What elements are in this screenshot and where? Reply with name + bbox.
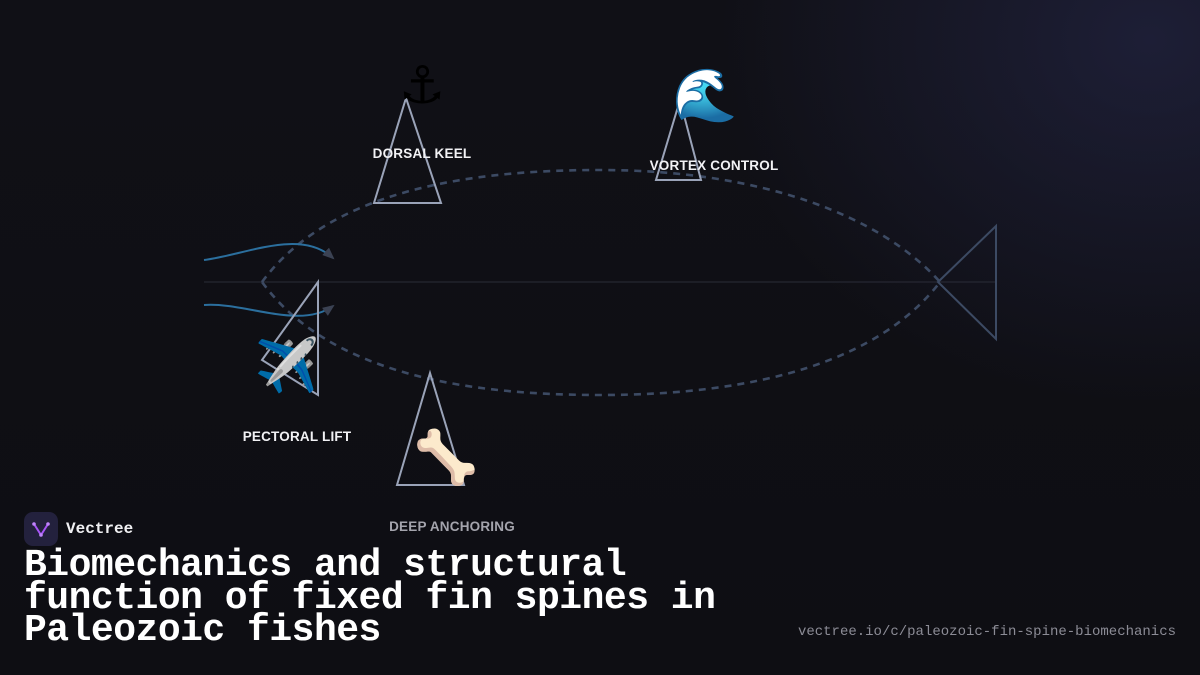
flow-line-upper — [203, 243, 335, 261]
vectree-logo-icon — [24, 512, 58, 546]
airplane-icon: ✈️ — [254, 336, 320, 396]
deep-anchoring-spine — [395, 369, 466, 486]
deep-anchoring-label: DEEP ANCHORING — [389, 519, 515, 534]
vortex-control-spine — [654, 96, 703, 181]
dorsal-keel-spine — [372, 94, 443, 204]
brand: Vectree — [24, 512, 133, 546]
pectoral-lift-spine — [260, 278, 319, 397]
brand-name: Vectree — [66, 520, 134, 538]
source-url: vectree.io/c/paleozoic-fin-spine-biomech… — [797, 624, 1176, 640]
anchor-icon: ⚓ — [398, 56, 446, 116]
page-title: Biomechanics and structural function of … — [24, 544, 716, 652]
vortex-control-label: VORTEX CONTROL — [649, 158, 779, 173]
bone-icon: 🦴 — [413, 428, 479, 488]
flow-line-lower — [203, 303, 335, 317]
wave-icon: 🌊 — [672, 66, 738, 126]
dorsal-keel-label: DORSAL KEEL — [372, 146, 472, 161]
tail-fin-outline — [936, 223, 997, 342]
pectoral-lift-label: PECTORAL LIFT — [242, 429, 352, 444]
